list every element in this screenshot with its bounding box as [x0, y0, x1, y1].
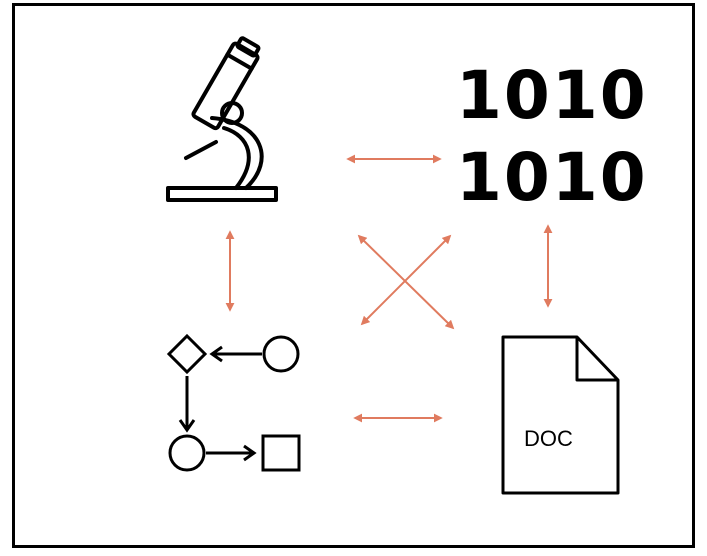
workflow-square-end	[261, 434, 301, 472]
binary-data-icon: 1010 1010	[456, 57, 648, 216]
workflow-icon	[166, 333, 301, 472]
document-icon	[501, 335, 620, 495]
diagram-frame	[12, 3, 695, 548]
connector-binary-workflow	[360, 234, 452, 326]
workflow-circle-start	[262, 335, 300, 373]
microscope-icon	[166, 36, 278, 202]
document-label: DOC	[524, 426, 573, 451]
binary-line-1: 1010	[456, 57, 648, 134]
workflow-circle-mid	[168, 434, 206, 472]
workflow-diamond	[166, 333, 208, 375]
binary-line-2: 1010	[456, 139, 648, 216]
